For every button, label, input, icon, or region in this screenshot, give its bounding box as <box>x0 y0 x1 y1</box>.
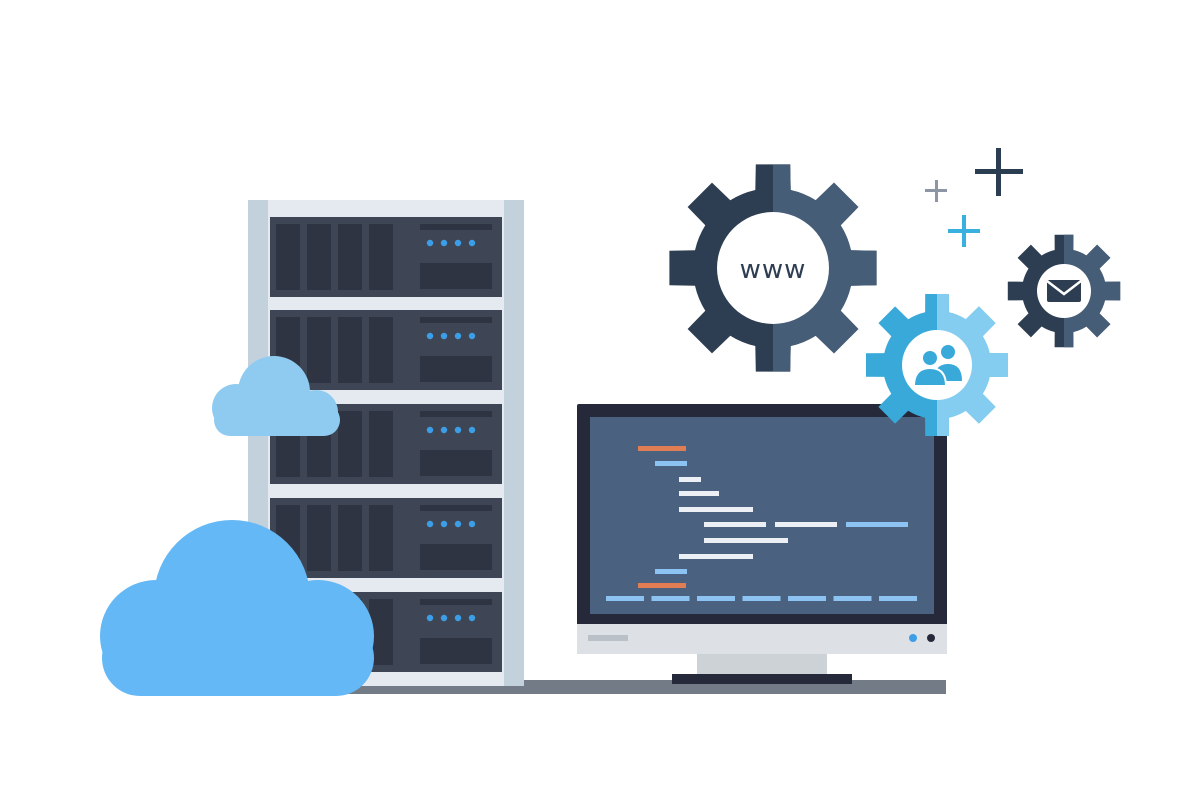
status-led <box>440 332 448 340</box>
status-led <box>426 520 434 528</box>
status-led <box>454 332 462 340</box>
drive-slot <box>338 317 362 383</box>
drive-slot <box>369 505 393 571</box>
plus-icon <box>925 180 947 202</box>
status-led <box>468 520 476 528</box>
code-line <box>697 596 735 601</box>
monitor-power-led <box>909 634 917 642</box>
drive-slot <box>307 317 331 383</box>
www-gear-icon: www <box>669 164 877 372</box>
drive-slot <box>369 411 393 477</box>
status-led <box>454 426 462 434</box>
www-label: www <box>740 255 807 285</box>
code-line <box>846 522 908 527</box>
code-line <box>704 522 766 527</box>
envelope-gear-icon <box>1007 234 1121 348</box>
code-line <box>833 596 872 601</box>
status-led <box>426 614 434 622</box>
www-gear-hub <box>717 212 829 324</box>
code-line <box>679 507 753 512</box>
code-line <box>704 538 788 543</box>
code-line <box>679 477 701 482</box>
drive-slot <box>369 317 393 383</box>
plus-icon <box>975 148 1023 196</box>
code-line <box>775 522 837 527</box>
drive-slot <box>307 224 331 290</box>
status-led <box>440 520 448 528</box>
plus-icon <box>948 215 980 247</box>
code-line <box>679 554 753 559</box>
code-line <box>679 491 719 496</box>
monitor-base <box>672 674 852 684</box>
status-led <box>468 614 476 622</box>
code-line <box>655 461 687 466</box>
status-led <box>454 614 462 622</box>
server-unit <box>270 217 502 297</box>
code-line <box>638 446 686 451</box>
status-led <box>426 239 434 247</box>
server-unit <box>270 404 502 484</box>
code-line <box>606 596 644 601</box>
monitor-power-button <box>927 634 935 642</box>
status-led <box>426 332 434 340</box>
cloud-icon <box>212 356 340 436</box>
status-led <box>440 614 448 622</box>
code-line <box>655 569 687 574</box>
drive-slot <box>338 411 362 477</box>
status-led <box>468 239 476 247</box>
code-line <box>879 596 917 601</box>
code-line <box>788 596 826 601</box>
envelope-icon <box>1046 280 1082 302</box>
monitor-stand <box>697 654 827 676</box>
cloud-icon <box>100 520 374 696</box>
code-line <box>742 596 781 601</box>
users-gear-icon <box>866 294 1008 436</box>
server-unit <box>270 498 502 578</box>
server-unit <box>270 310 502 390</box>
status-led <box>454 520 462 528</box>
status-led <box>468 332 476 340</box>
drive-slot <box>338 224 362 290</box>
drive-slot <box>369 224 393 290</box>
status-led <box>468 426 476 434</box>
users-icon <box>912 345 962 387</box>
status-led <box>440 239 448 247</box>
code-lines <box>606 446 917 601</box>
drive-slot <box>276 224 300 290</box>
drive-slot <box>338 505 362 571</box>
status-led <box>454 239 462 247</box>
status-led <box>440 426 448 434</box>
monitor-chin-label <box>588 635 628 641</box>
drive-slot <box>307 505 331 571</box>
monitor-icon <box>577 404 947 684</box>
monitor-chin <box>577 624 947 654</box>
code-line <box>638 583 686 588</box>
code-line <box>651 596 690 601</box>
status-led <box>426 426 434 434</box>
